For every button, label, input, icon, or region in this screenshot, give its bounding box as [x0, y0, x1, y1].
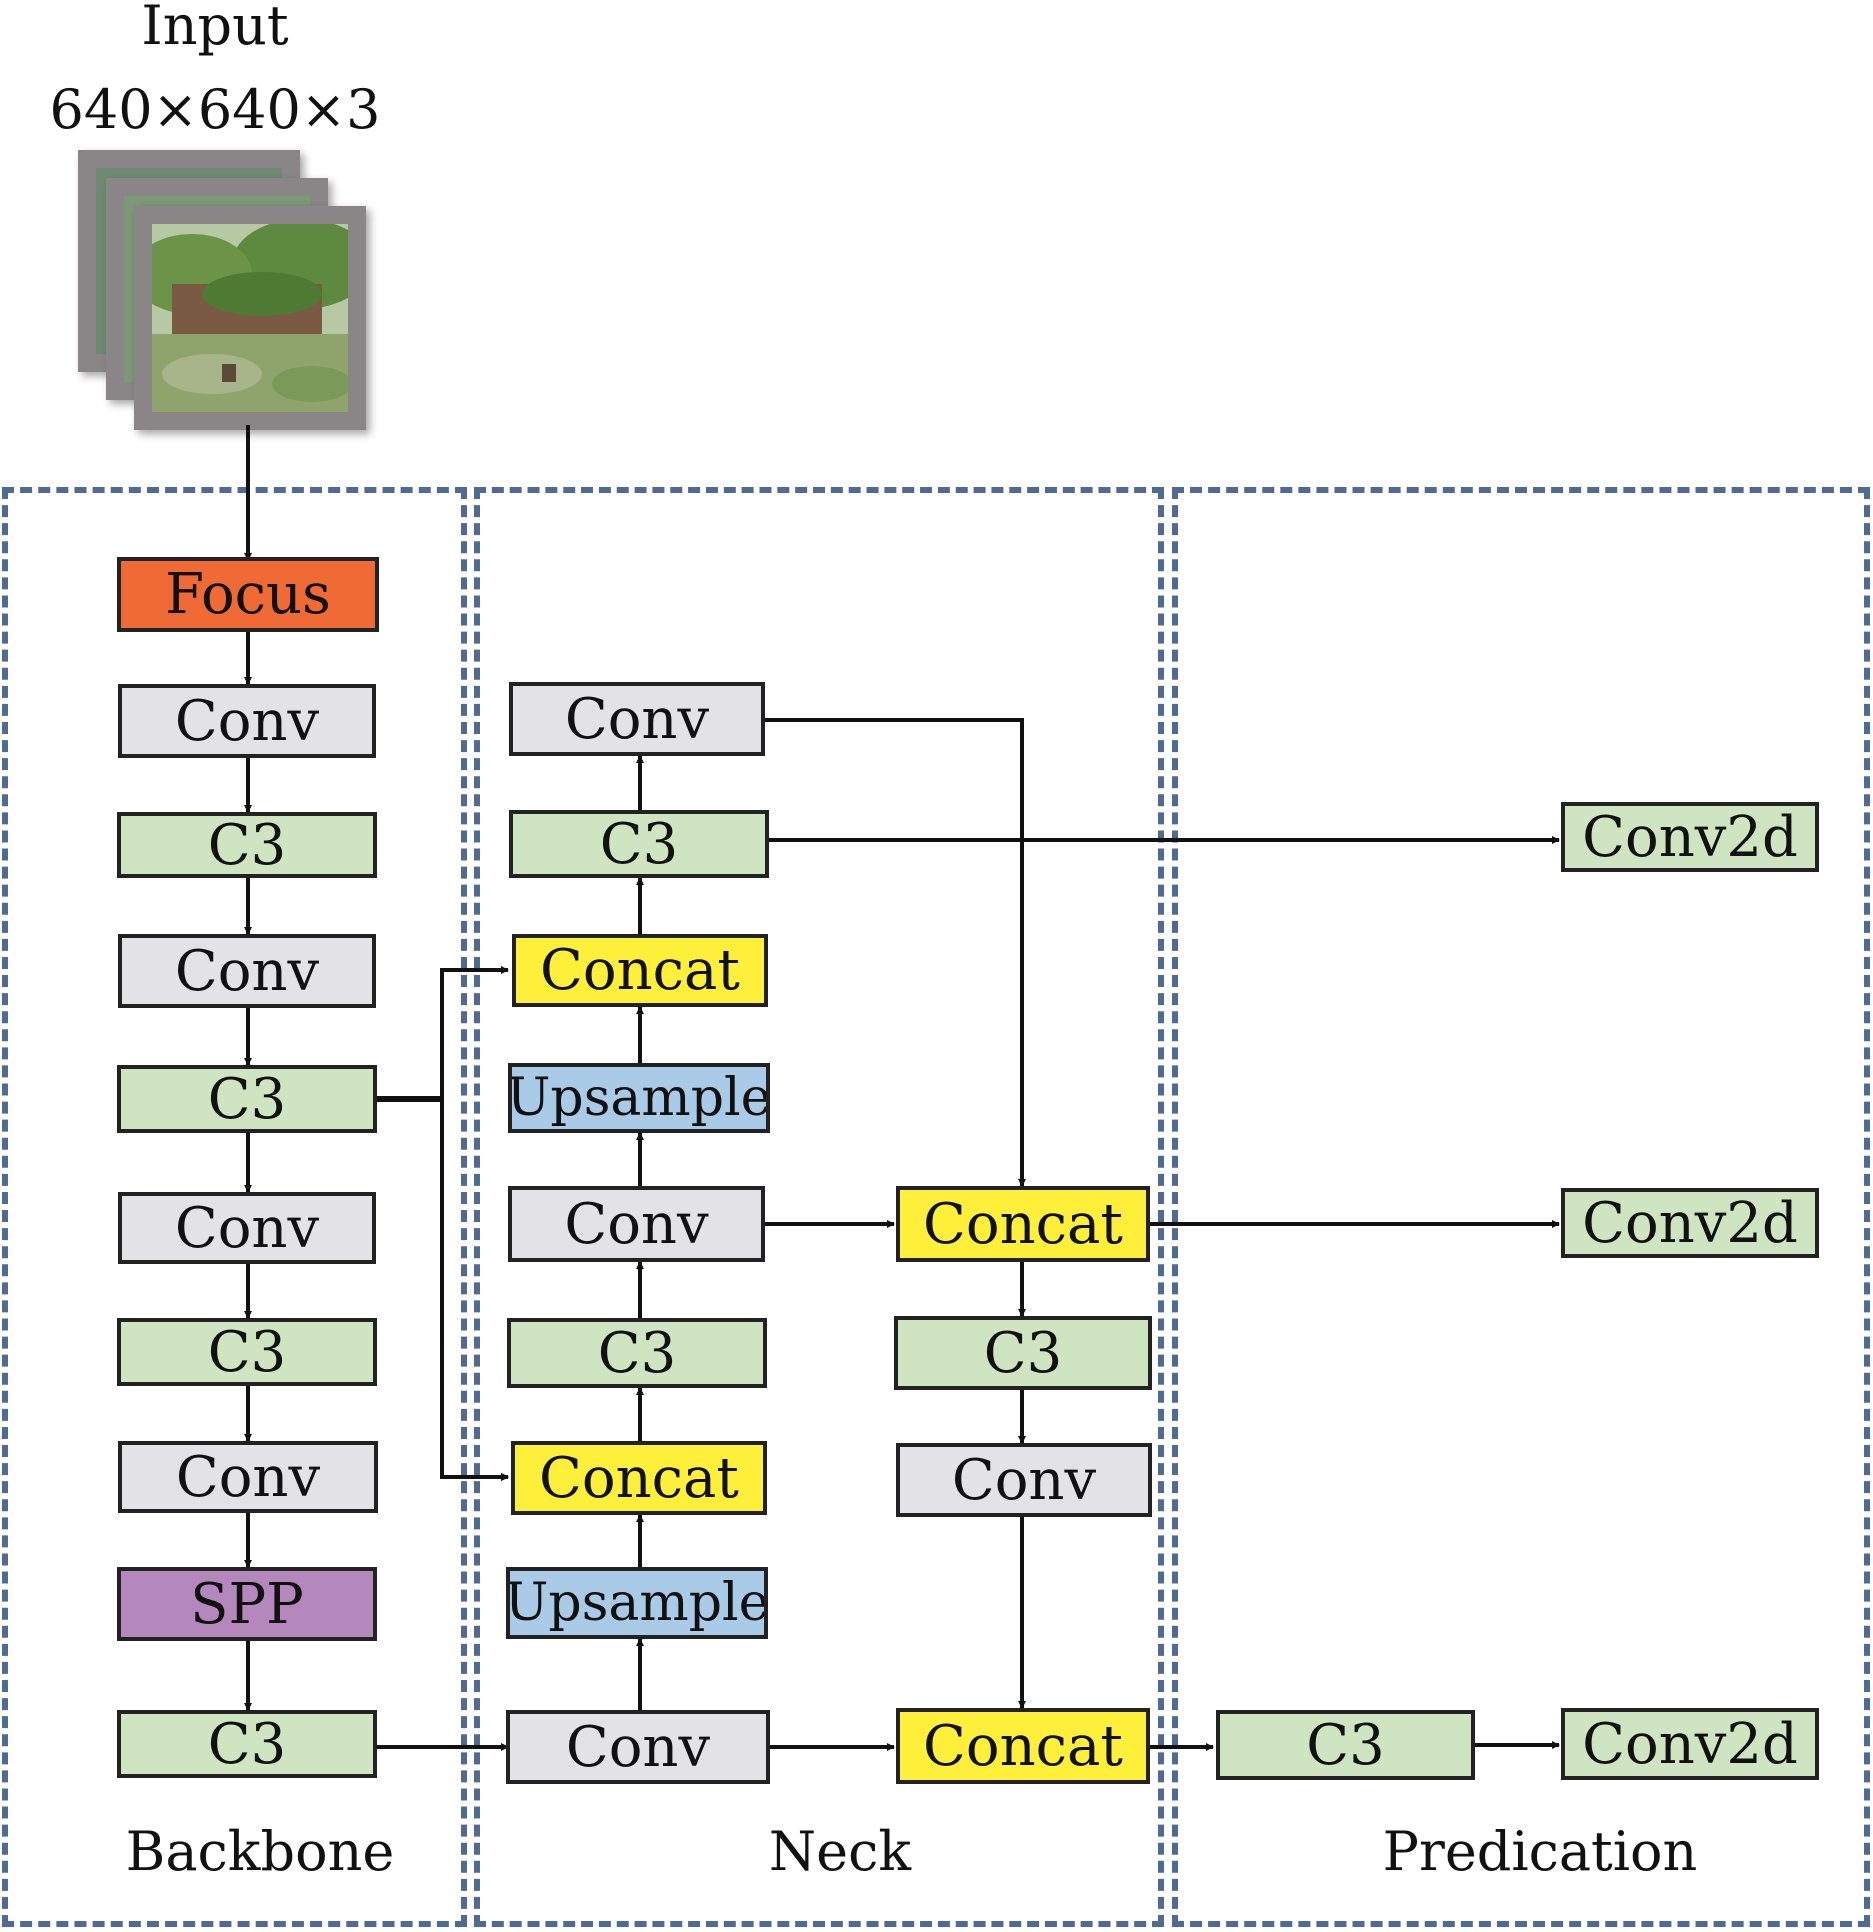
prediction-section: [1172, 487, 1870, 1927]
neck-concat-mid: Concat: [896, 1186, 1150, 1262]
backbone-spp: SPP: [117, 1567, 377, 1641]
pred-conv2d-3: Conv2d: [1561, 1708, 1819, 1780]
backbone-c3-2: C3: [117, 1065, 377, 1133]
backbone-conv-3: Conv: [118, 1192, 376, 1264]
backbone-conv-1: Conv: [118, 684, 376, 758]
neck-conv-top: Conv: [509, 682, 765, 756]
input-image-photo: [134, 206, 366, 430]
backbone-label: Backbone: [125, 1820, 395, 1883]
neck-concat-bottom: Concat: [896, 1708, 1150, 1784]
backbone-focus: Focus: [117, 557, 379, 632]
neck-label: Neck: [768, 1820, 912, 1883]
neck-c3-right: C3: [894, 1316, 1152, 1390]
backbone-c3-1: C3: [117, 812, 377, 878]
backbone-section: [2, 487, 467, 1927]
input-title: Input: [141, 0, 289, 57]
neck-conv-mid: Conv: [508, 1186, 765, 1262]
backbone-c3-4: C3: [117, 1710, 377, 1778]
edge-backbone-c3-to-neck-concat-upper: [375, 966, 509, 1100]
edge-neck-conv-top-to-concat-mid: [765, 718, 1026, 1187]
landscape-photo-icon: [152, 224, 348, 412]
neck-upsample-1: Upsample: [508, 1063, 770, 1133]
input-dimensions: 640×640×3: [49, 78, 381, 141]
neck-concat-2: Concat: [511, 1441, 767, 1515]
pred-conv2d-1: Conv2d: [1561, 802, 1819, 872]
pred-conv2d-2: Conv2d: [1561, 1188, 1819, 1258]
backbone-c3-3: C3: [117, 1318, 377, 1386]
prediction-label: Predication: [1382, 1820, 1698, 1883]
neck-conv-bottom: Conv: [506, 1710, 770, 1784]
pred-c3: C3: [1216, 1710, 1475, 1780]
neck-upsample-2: Upsample: [506, 1567, 768, 1639]
neck-c3-top: C3: [509, 810, 769, 878]
backbone-conv-4: Conv: [118, 1441, 378, 1513]
neck-section: [474, 487, 1164, 1927]
neck-concat-1: Concat: [512, 934, 768, 1007]
neck-conv-right: Conv: [896, 1443, 1152, 1517]
landscape-photo-svg: [152, 224, 348, 412]
backbone-conv-2: Conv: [118, 934, 376, 1008]
neck-c3-mid: C3: [507, 1318, 767, 1388]
